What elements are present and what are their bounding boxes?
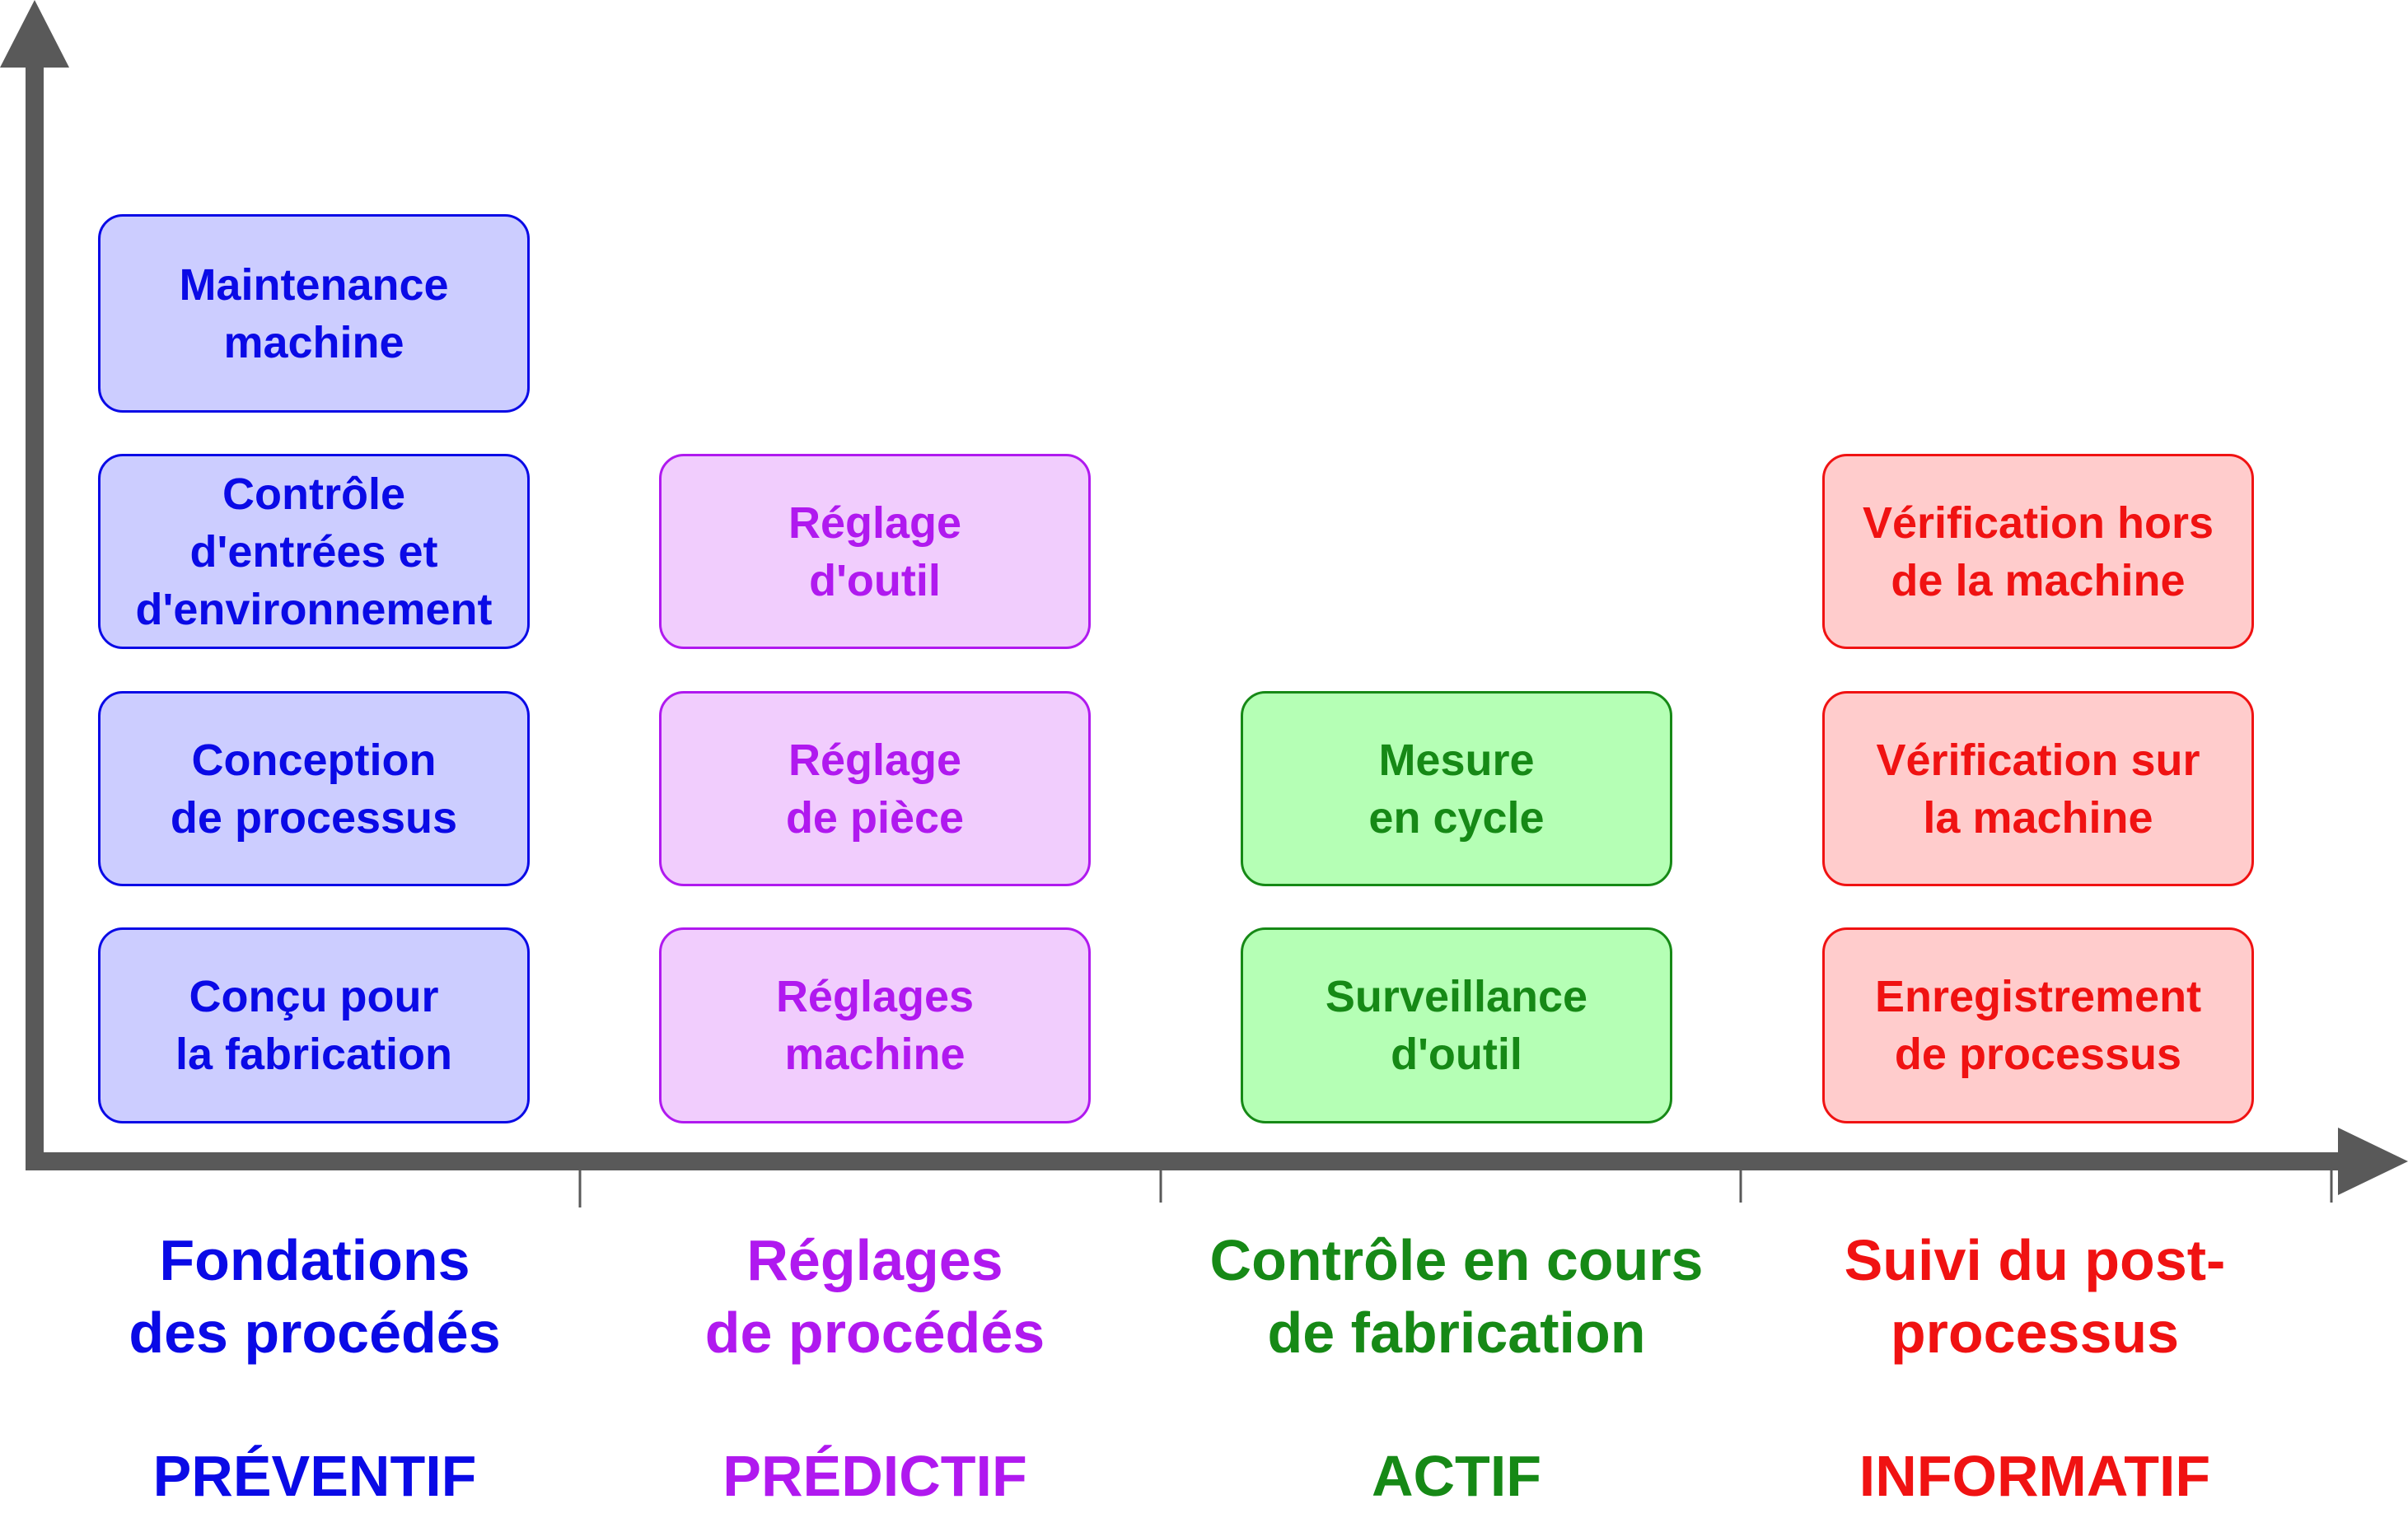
category-label-controle: Contrôle en cours de fabrication <box>1209 1228 1704 1365</box>
box-reglages-machine: Réglages machine <box>659 927 1091 1123</box>
box-controle-entrees-environnement: Contrôle d'entrées et d'environnement <box>98 454 530 649</box>
box-reglage-outil: Réglage d'outil <box>659 454 1091 649</box>
box-verification-sur-machine: Vérification sur la machine <box>1822 691 2254 886</box>
box-concu-pour-fabrication: Conçu pour la fabrication <box>98 927 530 1123</box>
box-mesure-en-cycle: Mesure en cycle <box>1241 691 1672 886</box>
box-reglage-piece: Réglage de pièce <box>659 691 1091 886</box>
box-conception-processus: Conception de processus <box>98 691 530 886</box>
x-axis-arrowhead <box>2338 1128 2408 1195</box>
box-enregistrement-processus: Enregistrement de processus <box>1822 927 2254 1123</box>
category-label-suivi: Suivi du post- processus <box>1844 1228 2226 1365</box>
category-label-fondations: Fondations des procédés <box>129 1228 501 1365</box>
type-label-informatif: INFORMATIF <box>1859 1444 2211 1508</box>
box-maintenance-machine: Maintenance machine <box>98 214 530 413</box>
box-verification-hors-machine: Vérification hors de la machine <box>1822 454 2254 649</box>
type-label-actif: ACTIF <box>1371 1444 1542 1508</box>
box-surveillance-outil: Surveillance d'outil <box>1241 927 1672 1123</box>
y-axis-arrowhead <box>0 0 69 68</box>
category-label-reglages: Réglages de procédés <box>704 1228 1045 1365</box>
type-label-preventif: PRÉVENTIF <box>152 1444 477 1508</box>
type-label-predictif: PRÉDICTIF <box>722 1444 1027 1508</box>
